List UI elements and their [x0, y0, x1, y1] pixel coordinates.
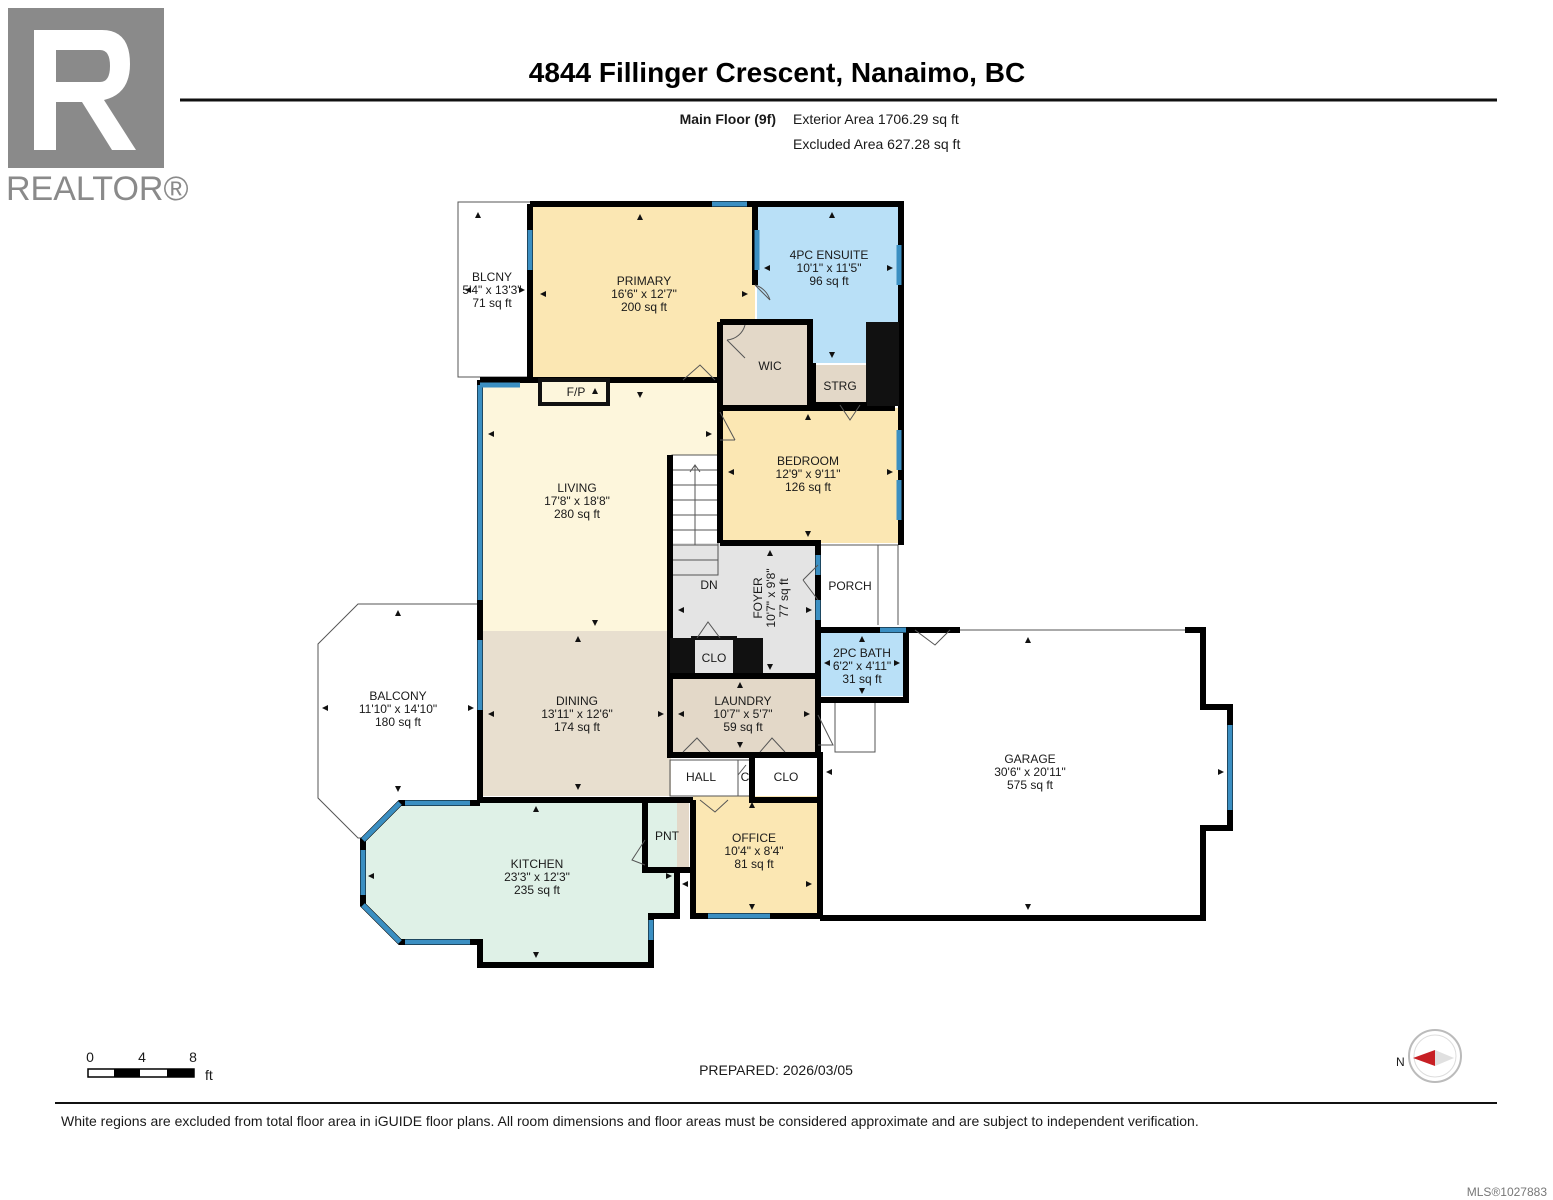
svg-text:17'8" x 18'8": 17'8" x 18'8"	[544, 494, 610, 508]
strg-fill	[813, 365, 867, 405]
svg-text:4PC ENSUITE: 4PC ENSUITE	[790, 248, 869, 262]
room-2pc-bath: 2PC BATH 6'2" x 4'11" 31 sq ft	[833, 646, 891, 686]
dimension-arrows	[322, 212, 1224, 958]
svg-text:DINING: DINING	[556, 694, 598, 708]
svg-text:10'1" x 11'5": 10'1" x 11'5"	[797, 261, 862, 275]
room-bedroom: BEDROOM 12'9" x 9'11" 126 sq ft	[776, 454, 841, 494]
room-ensuite: 4PC ENSUITE 10'1" x 11'5" 96 sq ft	[790, 248, 869, 288]
realtor-wordmark: REALTOR®	[6, 170, 189, 208]
room-fp: F/P	[567, 385, 586, 399]
svg-text:10'7" x 9'8": 10'7" x 9'8"	[764, 568, 778, 627]
room-strg: STRG	[823, 379, 856, 393]
svg-text:KITCHEN: KITCHEN	[511, 857, 564, 871]
svg-text:BALCONY: BALCONY	[369, 689, 426, 703]
svg-text:126 sq ft: 126 sq ft	[785, 480, 832, 494]
svg-text:77 sq ft: 77 sq ft	[777, 578, 791, 618]
svg-text:575 sq ft: 575 sq ft	[1007, 778, 1054, 792]
svg-text:LIVING: LIVING	[557, 481, 596, 495]
svg-text:96 sq ft: 96 sq ft	[809, 274, 849, 288]
svg-text:30'6" x 20'11": 30'6" x 20'11"	[994, 765, 1066, 779]
svg-text:13'11" x 12'6": 13'11" x 12'6"	[541, 707, 613, 721]
svg-text:71 sq ft: 71 sq ft	[472, 296, 512, 310]
windows	[360, 201, 1233, 945]
room-clo-hall: CLO	[774, 770, 799, 784]
doors	[631, 284, 951, 866]
svg-text:8: 8	[189, 1049, 197, 1065]
room-pnt: PNT	[655, 829, 680, 843]
fireplace	[538, 378, 610, 406]
svg-text:4: 4	[138, 1049, 146, 1065]
svg-text:16'6" x 12'7": 16'6" x 12'7"	[611, 287, 677, 301]
page-title: 4844 Fillinger Crescent, Nanaimo, BC	[529, 57, 1025, 88]
svg-text:6'2" x 4'11": 6'2" x 4'11"	[833, 659, 891, 673]
svg-text:235 sq ft: 235 sq ft	[514, 883, 561, 897]
svg-text:10'4" x 8'4": 10'4" x 8'4"	[724, 844, 783, 858]
room-living: LIVING 17'8" x 18'8" 280 sq ft	[544, 481, 610, 521]
stairs-down-label: DN	[700, 578, 717, 592]
room-c: C	[741, 770, 750, 784]
room-laundry: LAUNDRY 10'7" x 5'7" 59 sq ft	[713, 694, 772, 734]
svg-text:BLCNY: BLCNY	[472, 270, 512, 284]
room-labels: PRIMARY 16'6" x 12'7" 200 sq ft 4PC ENSU…	[359, 248, 1066, 897]
mls-number: MLS®1027883	[1467, 1185, 1548, 1199]
svg-text:PRIMARY: PRIMARY	[617, 274, 671, 288]
svg-text:N: N	[1396, 1055, 1405, 1069]
svg-text:BEDROOM: BEDROOM	[777, 454, 839, 468]
svg-text:11'10" x 14'10": 11'10" x 14'10"	[359, 702, 437, 716]
living-fill	[483, 381, 671, 631]
svg-text:174 sq ft: 174 sq ft	[554, 720, 601, 734]
svg-text:180 sq ft: 180 sq ft	[375, 715, 422, 729]
room-wic: WIC	[758, 359, 782, 373]
room-primary: PRIMARY 16'6" x 12'7" 200 sq ft	[611, 274, 677, 314]
disclaimer: White regions are excluded from total fl…	[61, 1113, 1199, 1129]
laundry-fill	[673, 678, 815, 752]
exterior-area: Exterior Area 1706.29 sq ft	[793, 111, 959, 127]
kitchen-fill	[363, 800, 677, 965]
room-clo-foyer: CLO	[702, 651, 727, 665]
svg-text:GARAGE: GARAGE	[1004, 752, 1055, 766]
scale-bar: 0 4 8 ft	[86, 1049, 213, 1083]
room-dining: DINING 13'11" x 12'6" 174 sq ft	[541, 694, 613, 734]
svg-text:OFFICE: OFFICE	[732, 831, 776, 845]
svg-text:0: 0	[86, 1049, 94, 1065]
svg-text:2PC BATH: 2PC BATH	[833, 646, 891, 660]
svg-text:59 sq ft: 59 sq ft	[723, 720, 763, 734]
bedroom-fill	[723, 408, 898, 543]
svg-text:200 sq ft: 200 sq ft	[621, 300, 668, 314]
room-garage: GARAGE 30'6" x 20'11" 575 sq ft	[994, 752, 1066, 792]
svg-text:10'7" x 5'7": 10'7" x 5'7"	[713, 707, 772, 721]
excluded-area: Excluded Area 627.28 sq ft	[793, 136, 960, 152]
svg-text:12'9" x 9'11": 12'9" x 9'11"	[776, 467, 841, 481]
realtor-logo: REALTOR®	[6, 8, 189, 208]
svg-text:5'4" x 13'3": 5'4" x 13'3"	[462, 283, 521, 297]
room-hall: HALL	[686, 770, 716, 784]
svg-text:FOYER: FOYER	[751, 577, 765, 619]
svg-text:31 sq ft: 31 sq ft	[842, 672, 882, 686]
room-balcony: BALCONY 11'10" x 14'10" 180 sq ft	[359, 689, 437, 729]
room-office: OFFICE 10'4" x 8'4" 81 sq ft	[724, 831, 783, 871]
room-kitchen: KITCHEN 23'3" x 12'3" 235 sq ft	[504, 857, 570, 897]
svg-text:ft: ft	[205, 1067, 213, 1083]
wic-fill	[723, 325, 810, 405]
svg-text:23'3" x 12'3": 23'3" x 12'3"	[504, 870, 570, 884]
svg-text:LAUNDRY: LAUNDRY	[714, 694, 771, 708]
prepared-date: PREPARED: 2026/03/05	[699, 1062, 853, 1078]
svg-text:81 sq ft: 81 sq ft	[734, 857, 774, 871]
dining-fill	[483, 631, 671, 796]
svg-text:280 sq ft: 280 sq ft	[554, 507, 601, 521]
office-fill	[693, 796, 818, 913]
compass-icon: N	[1396, 1029, 1462, 1083]
floor-label: Main Floor (9f)	[680, 111, 776, 127]
stair-treads	[672, 464, 718, 561]
room-porch: PORCH	[828, 579, 871, 593]
room-foyer: FOYER 10'7" x 9'8" 77 sq ft	[751, 568, 791, 627]
room-blcny: BLCNY 5'4" x 13'3" 71 sq ft	[462, 270, 521, 310]
balcony-outline	[317, 603, 477, 839]
